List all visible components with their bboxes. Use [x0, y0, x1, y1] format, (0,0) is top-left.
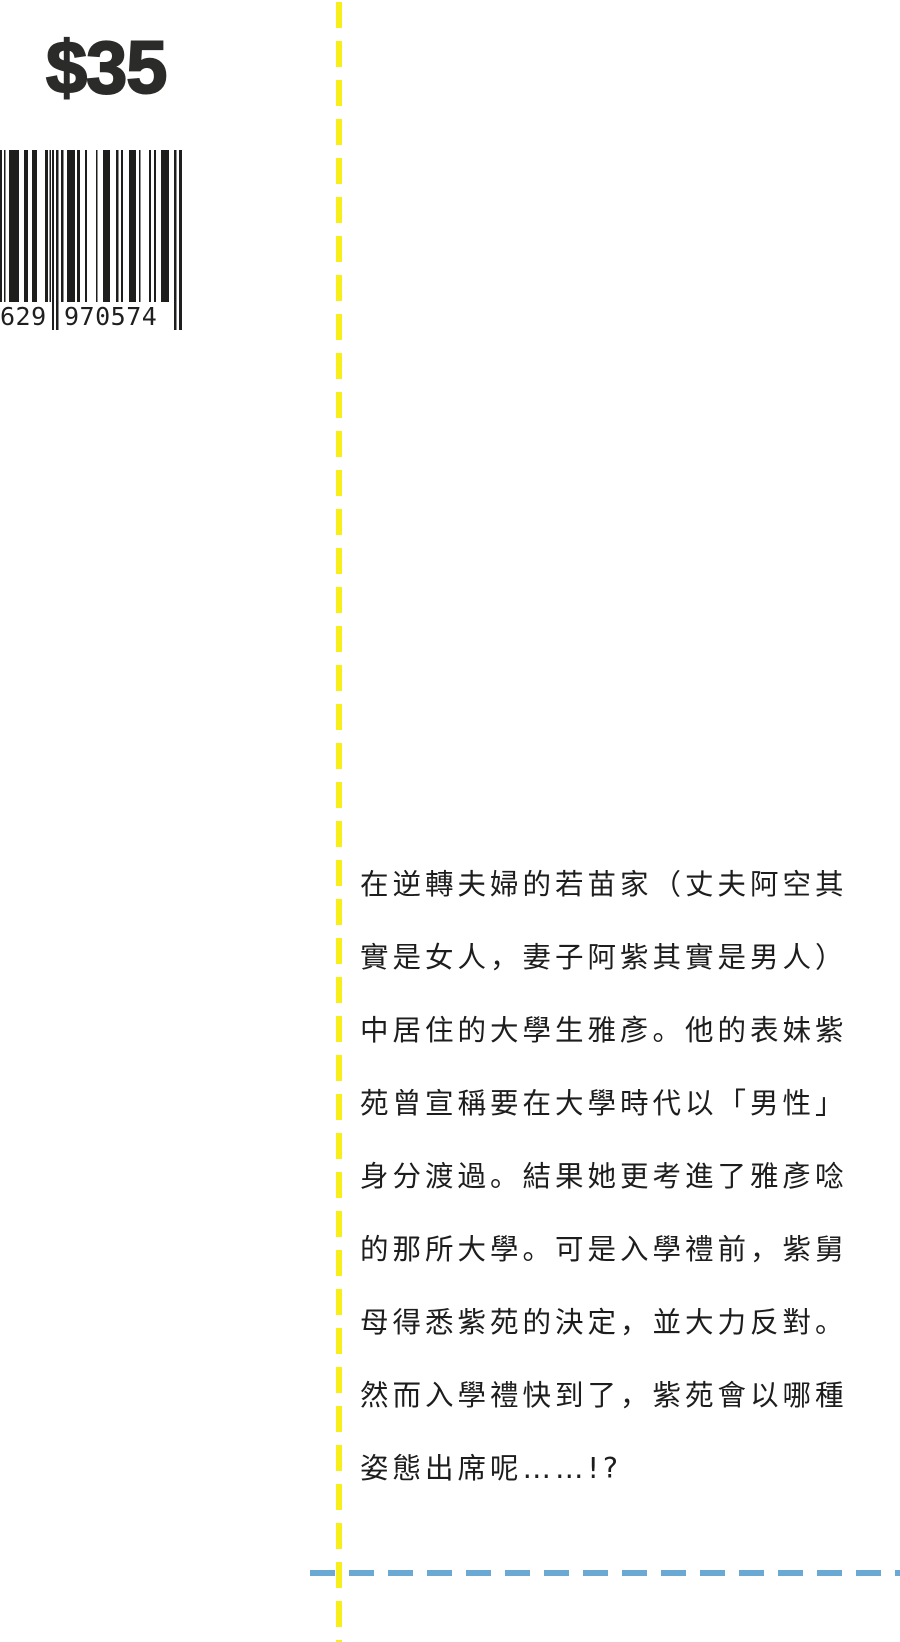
synopsis-line: 身分渡過。結果她更考進了雅彥唸 — [360, 1160, 848, 1193]
yellow-dashed-divider — [336, 0, 342, 1642]
synopsis-line: 的那所大學。可是入學禮前，紫舅 — [360, 1233, 848, 1266]
synopsis-line: 實是女人，妻子阿紫其實是男人） — [360, 941, 848, 974]
synopsis-line: 中居住的大學生雅彥。他的表妹紫 — [360, 1014, 848, 1047]
price-label: $35 — [45, 25, 168, 110]
synopsis-line: 苑曾宣稱要在大學時代以「男性」 — [360, 1087, 848, 1120]
synopsis-line: 然而入學禮快到了，紫苑會以哪種 — [360, 1379, 848, 1412]
barcode-digits-right: 970574 — [64, 302, 158, 331]
synopsis-line: 母得悉紫苑的決定，並大力反對。 — [360, 1306, 848, 1339]
barcode-digits-left: 629 — [0, 302, 47, 331]
synopsis-line: 姿態出席呢……!? — [360, 1452, 623, 1485]
blue-dashed-divider — [310, 1570, 900, 1576]
synopsis-line: 在逆轉夫婦的若苗家（丈夫阿空其 — [360, 868, 848, 901]
barcode-bars-icon — [0, 150, 182, 330]
synopsis-text: 在逆轉夫婦的若苗家（丈夫阿空其 實是女人，妻子阿紫其實是男人） 中居住的大學生雅… — [360, 848, 848, 1505]
barcode — [0, 150, 184, 334]
